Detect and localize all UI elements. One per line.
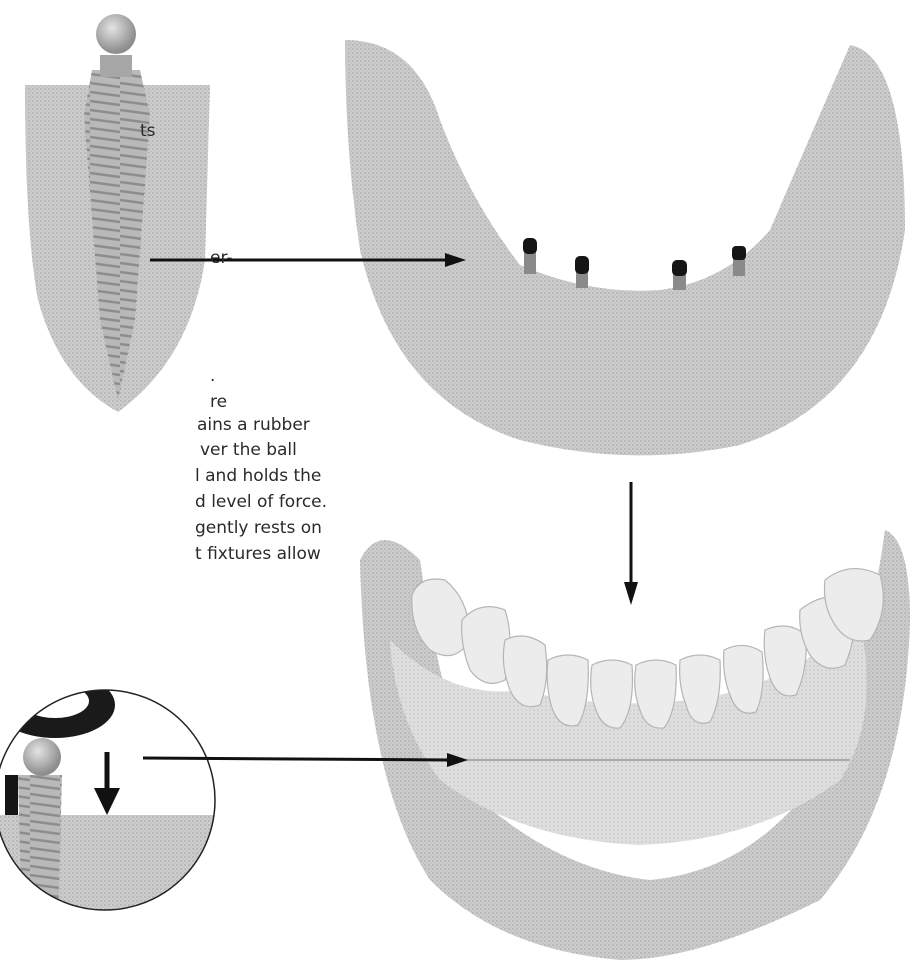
- implant-abutment: [100, 55, 132, 77]
- down-arrow-inset: [94, 752, 120, 815]
- implant-post-2: [575, 256, 589, 288]
- caption-fragment-4: re: [210, 390, 227, 414]
- caption-fragment-6: ver the ball: [200, 438, 297, 462]
- attachment-inset: [0, 672, 230, 935]
- arrow-jaw-to-denture: [624, 482, 638, 605]
- jaw-bone: [345, 40, 905, 455]
- inset-housing: [5, 775, 18, 815]
- caption-fragment-10: t fixtures allow: [195, 542, 321, 566]
- jaw-with-implants: [345, 40, 905, 455]
- caption-fragment-5: ains a rubber: [197, 413, 310, 437]
- caption-fragment-2: er-: [210, 246, 233, 270]
- caption-fragment-7: l and holds the: [195, 464, 321, 488]
- caption-fragment-9: gently rests on: [195, 516, 322, 540]
- implant-illustration: [25, 14, 210, 412]
- implant-ball-head: [96, 14, 136, 54]
- caption-fragment-8: d level of force.: [195, 490, 327, 514]
- caption-fragment-3: .: [210, 364, 215, 388]
- implant-post-3: [672, 260, 687, 290]
- inset-screw-body: [18, 775, 62, 930]
- implant-post-4: [732, 246, 746, 276]
- inset-ball-head: [23, 738, 61, 776]
- implant-post-1: [523, 238, 537, 274]
- jaw-with-denture: [360, 530, 910, 960]
- caption-fragment-1: ts: [140, 119, 156, 143]
